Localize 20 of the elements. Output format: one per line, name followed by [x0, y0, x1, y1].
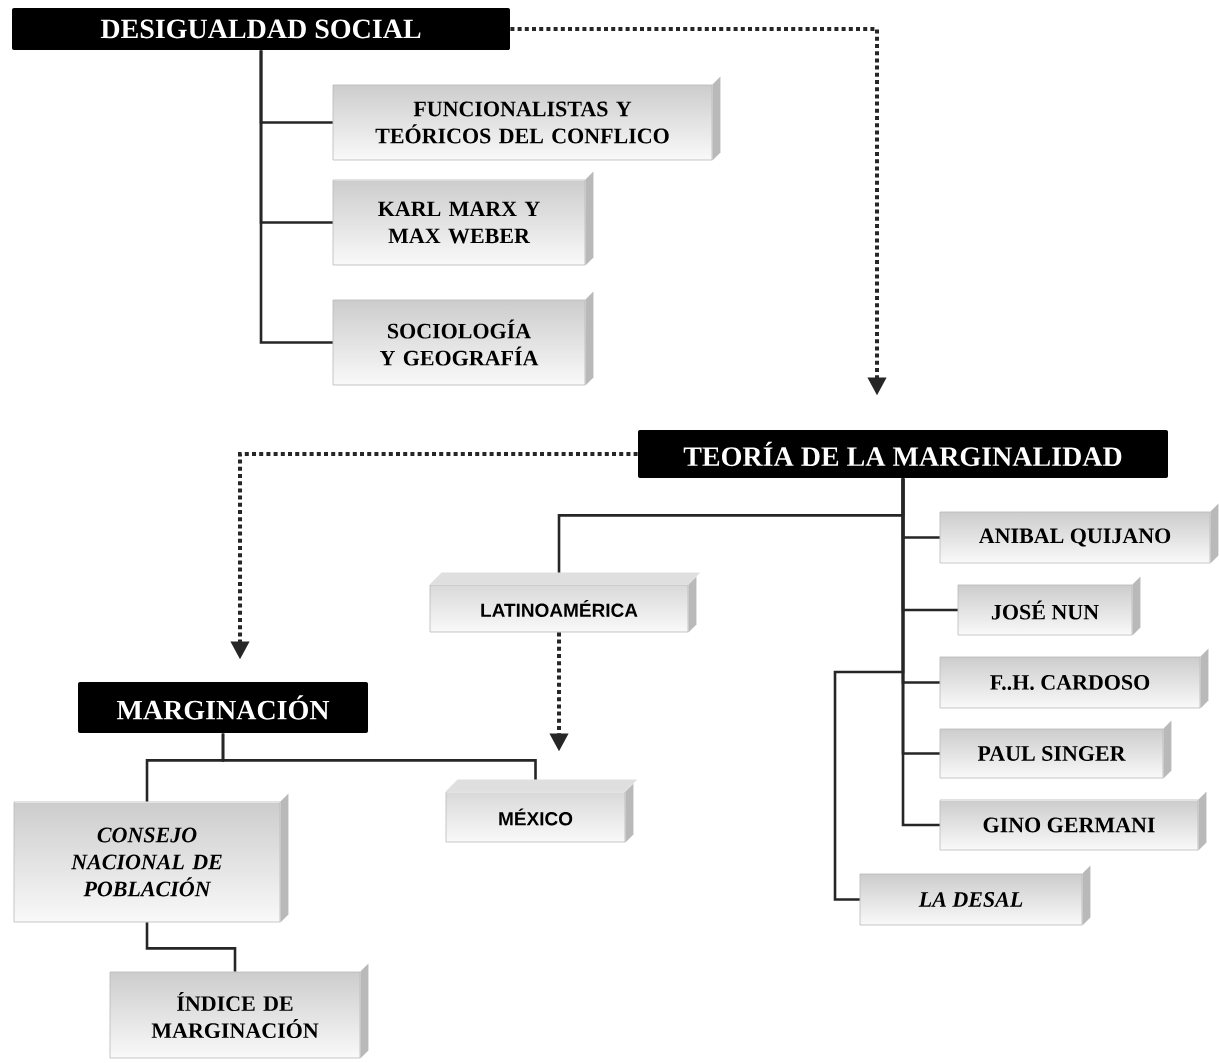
- block-box: F..H. CARDOSO: [939, 648, 1209, 709]
- block-box: MÉXICO: [445, 779, 638, 843]
- connector-line: [259, 50, 333, 344]
- block-box: FUNCIONALISTAS Y TEÓRICOS DEL CONFLICO: [332, 76, 721, 161]
- connector-line: [221, 733, 537, 780]
- block-box: CONSEJO NACIONAL DE POBLACIÓN: [13, 793, 289, 923]
- connector-line: [145, 922, 237, 972]
- dark-title-box: DESIGUALDAD SOCIAL: [12, 8, 510, 50]
- connector-line: [833, 478, 905, 901]
- block-box: JOSÉ NUN: [957, 576, 1141, 636]
- block-box: ANIBAL QUIJANO: [939, 503, 1219, 564]
- block-box: ÍNDICE DE MARGINACIÓN: [109, 963, 369, 1059]
- block-box: SOCIOLOGÍA Y GEOGRAFÍA: [332, 291, 594, 386]
- block-box: PAUL SINGER: [939, 720, 1172, 779]
- block-box: KARL MARX Y MAX WEBER: [332, 171, 594, 266]
- dark-title-box: MARGINACIÓN: [78, 682, 368, 733]
- block-box: GINO GERMANI: [939, 791, 1207, 851]
- dark-title-box: TEORÍA DE LA MARGINALIDAD: [638, 430, 1168, 478]
- block-box: LATINOAMÉRICA: [429, 572, 701, 633]
- block-box: LA DESAL: [859, 865, 1091, 926]
